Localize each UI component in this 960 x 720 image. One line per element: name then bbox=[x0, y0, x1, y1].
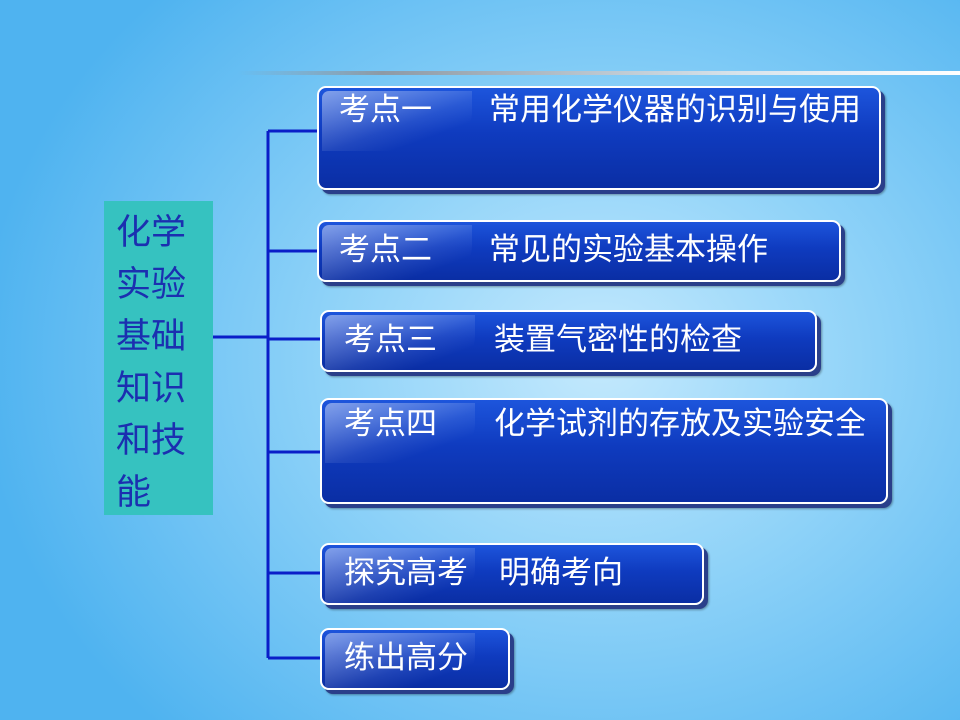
branch-node-3-text: 装置气密性的检查 bbox=[494, 322, 742, 358]
root-node: 化学实验基础知识和技能 bbox=[104, 201, 213, 515]
branch-node-4-text: 化学试剂的存放及实验安全 bbox=[494, 406, 866, 442]
branch-node-6-text: 练出高分 bbox=[344, 640, 468, 676]
root-node-label: 化学实验基础知识和技能 bbox=[116, 213, 187, 513]
branch-node-3[interactable]: 考点三 装置气密性的检查 bbox=[320, 310, 817, 372]
branch-node-3-label: 考点三 bbox=[344, 322, 437, 358]
branch-node-5[interactable]: 探究高考 明确考向 bbox=[320, 543, 704, 605]
branch-node-2-label: 考点二 bbox=[339, 232, 432, 268]
branch-node-6[interactable]: 练出高分 bbox=[320, 628, 510, 690]
branch-node-4[interactable]: 考点四 化学试剂的存放及实验安全 bbox=[320, 398, 888, 504]
top-divider bbox=[238, 71, 960, 75]
branch-node-2[interactable]: 考点二 常见的实验基本操作 bbox=[317, 220, 841, 282]
branch-node-2-text: 常见的实验基本操作 bbox=[489, 232, 768, 268]
branch-node-4-label: 考点四 bbox=[344, 406, 437, 442]
branch-node-5-text: 探究高考 明确考向 bbox=[344, 555, 623, 591]
branch-node-1-label: 考点一 bbox=[339, 92, 432, 128]
branch-node-1-text: 常用化学仪器的识别与使用 bbox=[489, 92, 861, 128]
branch-node-1[interactable]: 考点一 常用化学仪器的识别与使用 bbox=[317, 86, 881, 190]
